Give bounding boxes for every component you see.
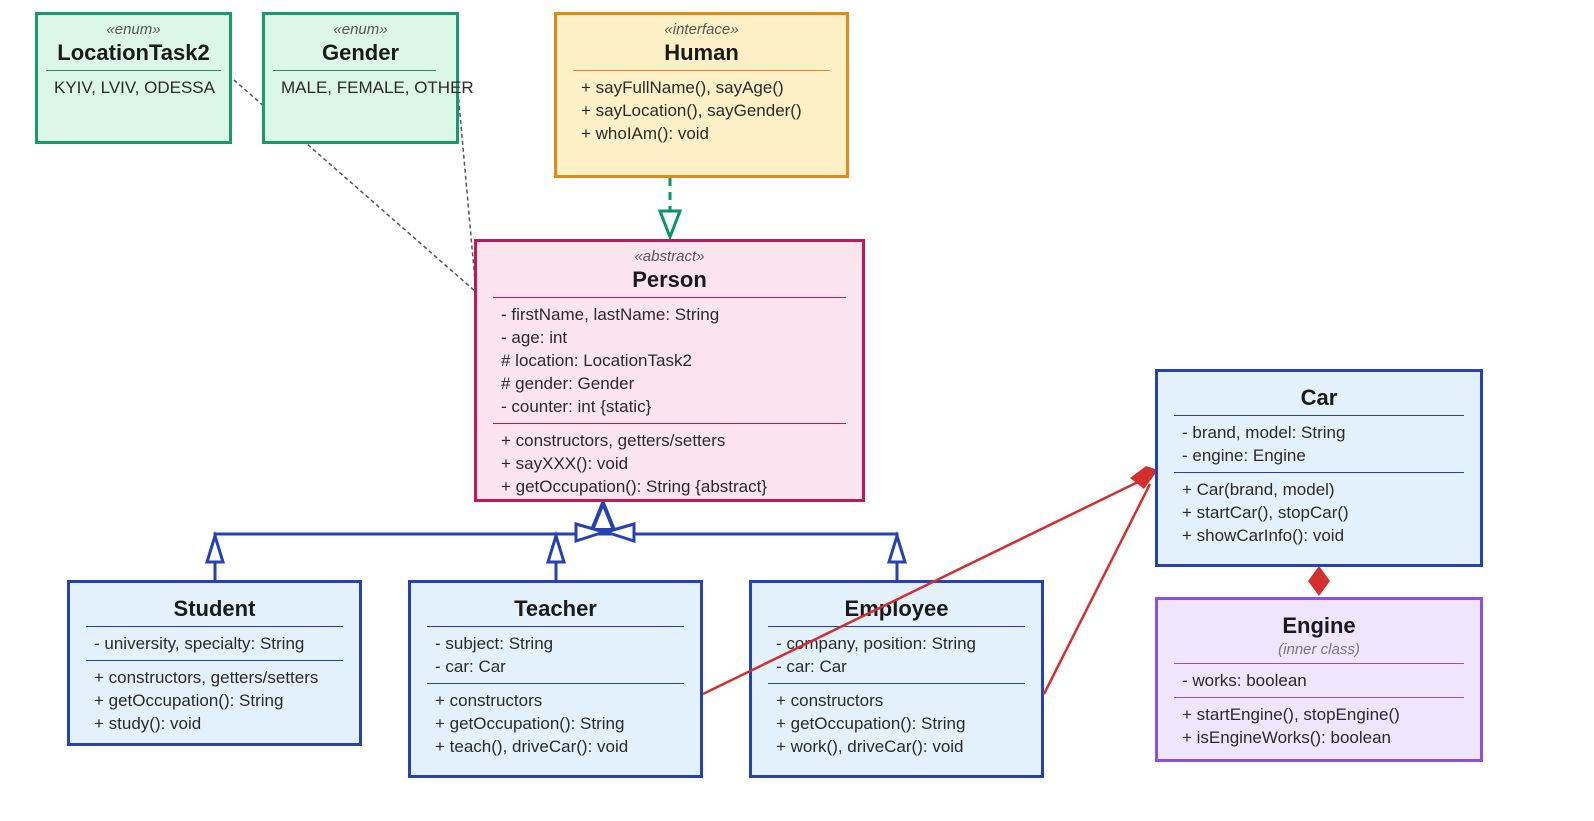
enum-gender: «enum» Gender MALE, FEMALE, OTHER (262, 12, 474, 144)
method-line: + whoIAm(): void (581, 124, 710, 143)
enum-values: KYIV, LVIV, ODESSA (54, 78, 215, 97)
method-line: + showCarInfo(): void (1182, 526, 1345, 545)
field-line: - subject: String (435, 634, 554, 653)
separator (273, 70, 436, 71)
class-note: (inner class) (1278, 641, 1360, 658)
class-name: Teacher (514, 596, 597, 621)
class-student: Student - university, specialty: String … (67, 580, 362, 746)
field-line: - age: int (501, 328, 568, 347)
field-line: - works: boolean (1182, 671, 1307, 690)
class-name: Engine (1282, 613, 1356, 638)
class-name: Human (664, 40, 739, 65)
stereotype-label: «interface» (664, 21, 739, 38)
separator (86, 660, 343, 661)
realization-arrowhead (657, 209, 683, 242)
inheritance-arrowhead-student (204, 530, 226, 564)
field-line: - university, specialty: String (94, 634, 305, 653)
interface-human: «interface» Human + sayFullName(), sayAg… (554, 12, 849, 178)
method-line: + startEngine(), stopEngine() (1182, 705, 1400, 724)
method-line: + startCar(), stopCar() (1182, 503, 1349, 522)
class-employee: Employee - company, position: String - c… (749, 580, 1044, 778)
field-line: # gender: Gender (501, 374, 635, 393)
dependency-location-to-person (233, 79, 477, 293)
inheritance-arrowhead-teacher (545, 530, 567, 564)
field-line: - firstName, lastName: String (501, 305, 720, 324)
separator (768, 626, 1025, 627)
method-line: + sayXXX(): void (501, 454, 629, 473)
method-line: + getOccupation(): String (776, 714, 966, 733)
method-line: + getOccupation(): String {abstract} (501, 477, 768, 496)
separator (573, 70, 830, 71)
class-engine: Engine (inner class) - works: boolean + … (1155, 597, 1483, 762)
separator (1174, 697, 1464, 698)
separator (768, 683, 1025, 684)
method-line: + constructors, getters/setters (94, 668, 319, 687)
class-name: Car (1300, 385, 1338, 410)
class-car: Car - brand, model: String - engine: Eng… (1155, 369, 1483, 567)
composition-employee-to-car (1042, 483, 1152, 695)
field-line: - car: Car (435, 657, 506, 676)
field-line: - counter: int {static} (501, 397, 652, 416)
method-line: + getOccupation(): String (94, 691, 284, 710)
method-line: + teach(), driveCar(): void (435, 737, 629, 756)
inheritance-arrowhead-person-2 (574, 522, 610, 544)
method-line: + constructors (435, 691, 543, 710)
method-line: + constructors (776, 691, 884, 710)
method-line: + sayLocation(), sayGender() (581, 101, 802, 120)
field-line: - company, position: String (776, 634, 976, 653)
method-line: + Car(brand, model) (1182, 480, 1335, 499)
stereotype-label: «enum» (333, 21, 388, 38)
method-line: + sayFullName(), sayAge() (581, 78, 784, 97)
enum-values: MALE, FEMALE, OTHER (281, 78, 474, 97)
inheritance-arrowhead-employee (886, 530, 908, 564)
method-line: + isEngineWorks(): boolean (1182, 728, 1391, 747)
class-teacher: Teacher - subject: String - car: Car + c… (408, 580, 703, 778)
inheritance-arrowhead-person-3 (600, 522, 636, 544)
separator (1174, 472, 1464, 473)
separator (493, 297, 846, 298)
method-line: + work(), driveCar(): void (776, 737, 964, 756)
stereotype-label: «enum» (106, 21, 161, 38)
class-name: Person (632, 267, 707, 292)
separator (86, 626, 343, 627)
separator (493, 423, 846, 424)
field-line: - car: Car (776, 657, 847, 676)
class-person: «abstract» Person - firstName, lastName:… (474, 239, 865, 502)
method-line: + getOccupation(): String (435, 714, 625, 733)
class-name: Gender (321, 40, 400, 65)
field-line: - engine: Engine (1182, 446, 1306, 465)
enum-location-task2: «enum» LocationTask2 KYIV, LVIV, ODESSA (35, 12, 232, 144)
stereotype-label: «abstract» (634, 248, 705, 265)
class-name: Student (173, 596, 256, 621)
separator (1174, 663, 1464, 664)
inheritance-arrowhead-person-1 (589, 497, 617, 532)
composition-teacher-to-car (702, 479, 1141, 696)
field-line: # location: LocationTask2 (501, 351, 692, 370)
dependency-gender-to-person (457, 91, 477, 293)
separator (1174, 415, 1464, 416)
composition-diamond-car (1130, 466, 1158, 489)
method-line: + study(): void (94, 714, 202, 733)
separator (46, 70, 221, 71)
method-line: + constructors, getters/setters (501, 431, 726, 450)
separator (427, 626, 684, 627)
field-line: - brand, model: String (1182, 423, 1346, 442)
composition-diamond-engine (1308, 566, 1330, 596)
separator (427, 683, 684, 684)
class-name: LocationTask2 (57, 40, 210, 65)
